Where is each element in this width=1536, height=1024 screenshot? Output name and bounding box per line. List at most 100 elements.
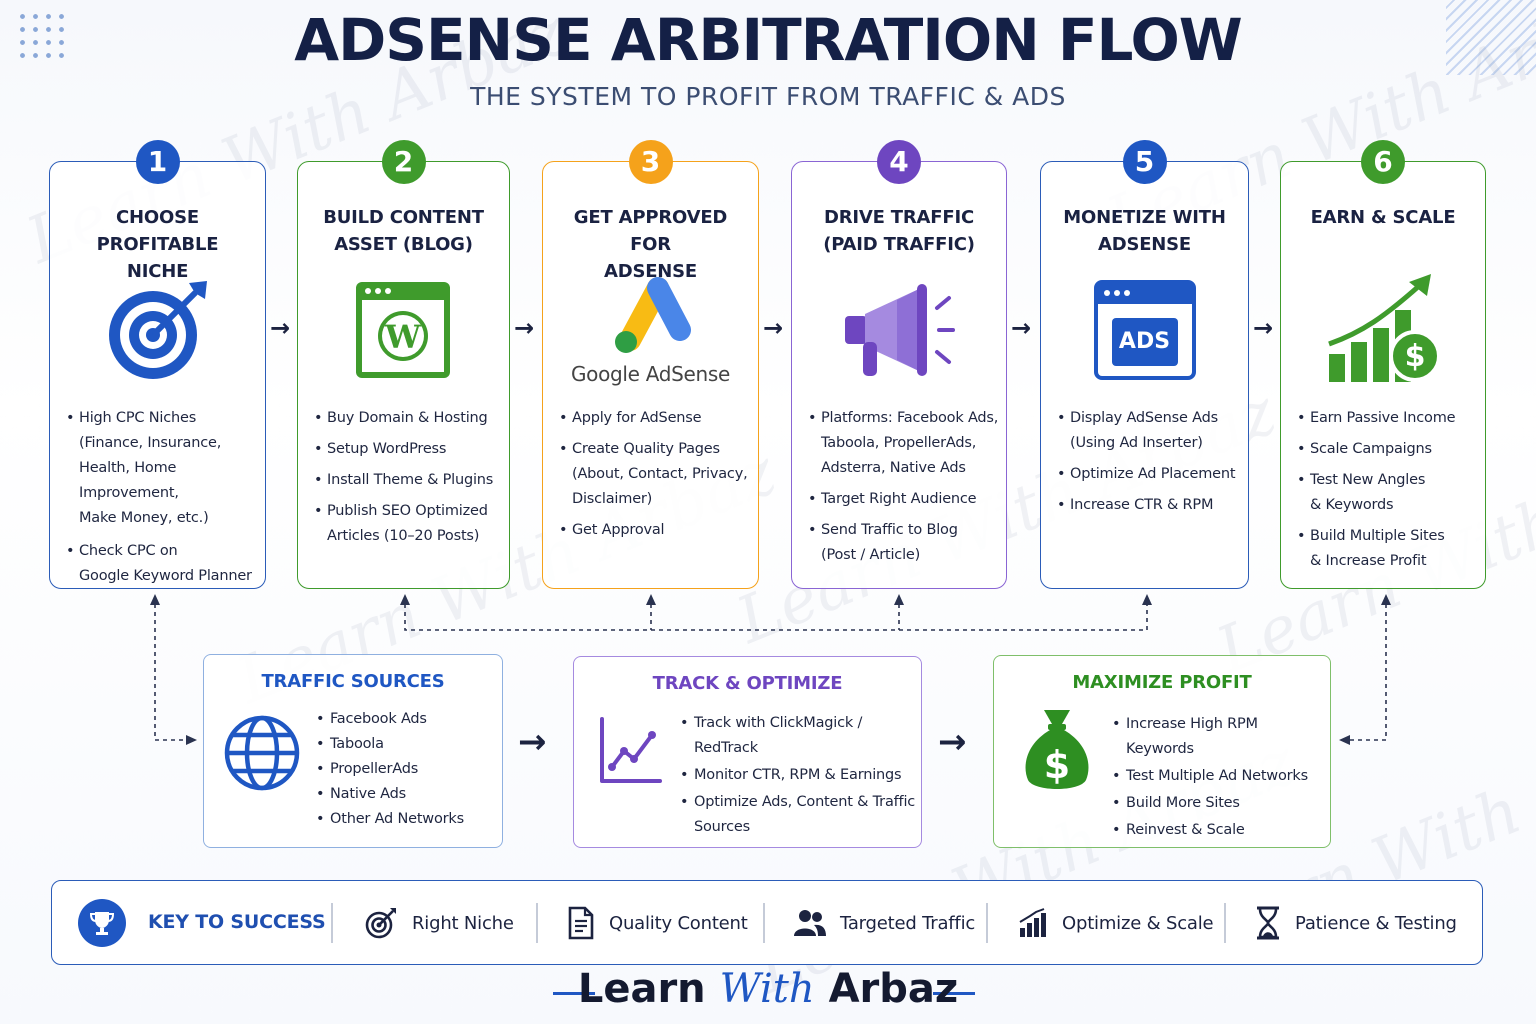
key-item-targeted-traffic: Targeted Traffic (794, 905, 975, 941)
flow-arrow: → (938, 722, 967, 762)
key-item-label: Targeted Traffic (840, 912, 976, 934)
step-number-badge: 4 (877, 140, 921, 184)
flow-arrow: → (1011, 314, 1032, 342)
list-item: Install Theme & Plugins (314, 468, 503, 493)
wordpress-icon: W (298, 270, 509, 390)
box-title: TRAFFIC SOURCES (261, 671, 445, 692)
page-subtitle: THE SYSTEM TO PROFIT FROM TRAFFIC & ADS (470, 82, 1066, 111)
list-item: Test New Angles& Keywords (1297, 468, 1479, 518)
svg-text:W: W (384, 318, 422, 356)
step-number-badge: 6 (1361, 140, 1405, 184)
divider (763, 903, 765, 943)
list-item: Buy Domain & Hosting (314, 406, 503, 431)
key-to-success-bar: KEY TO SUCCESS Right Niche Quality Conte… (51, 880, 1483, 965)
step-number-badge: 5 (1122, 140, 1167, 184)
key-item-label: Patience & Testing (1295, 912, 1457, 934)
track-optimize-box: TRACK & OPTIMIZE Track with ClickMagick … (573, 656, 922, 848)
list-item: Increase High RPM Keywords (1112, 712, 1330, 762)
analytics-icon (598, 715, 664, 791)
money-bag-icon: $ (1022, 706, 1092, 800)
list-item: Reinvest & Scale (1112, 818, 1330, 843)
adsense-logo-text: Google AdSense (570, 362, 731, 386)
flow-arrow: → (270, 314, 291, 342)
list-item: Test Multiple Ad Networks (1112, 764, 1330, 789)
key-item-quality-content: Quality Content (567, 905, 748, 941)
traffic-sources-box: TRAFFIC SOURCES Facebook Ads Taboola Pro… (203, 654, 503, 848)
list-item: Display AdSense Ads(Using Ad Inserter) (1057, 406, 1242, 456)
globe-icon (222, 711, 302, 799)
decorative-stripes (1446, 0, 1536, 75)
list-item: Taboola (316, 732, 464, 757)
connector-center-bus (404, 604, 1148, 631)
step-title: DRIVE TRAFFIC(PAID TRAFFIC) (823, 207, 975, 255)
list-item: Send Traffic to Blog(Post / Article) (808, 518, 1000, 568)
list-item: Apply for AdSense (559, 406, 752, 431)
step-number-badge: 3 (628, 140, 673, 184)
flow-arrow: → (763, 314, 784, 342)
users-icon (794, 910, 826, 936)
document-icon (568, 906, 594, 940)
list-item: Scale Campaigns (1297, 437, 1479, 462)
key-item-label: Quality Content (609, 912, 748, 934)
list-item: Native Ads (316, 782, 464, 807)
ads-window-icon: ADS (1041, 270, 1248, 390)
growth-chart-icon: $ (1281, 270, 1485, 390)
key-to-success-label: KEY TO SUCCESS (148, 911, 326, 933)
list-item: Create Quality Pages(About, Contact, Pri… (559, 437, 752, 512)
flow-arrow: → (1253, 314, 1274, 342)
step-title: EARN & SCALE (1310, 207, 1456, 228)
list-item: Build Multiple Sites& Increase Profit (1297, 524, 1479, 574)
key-item-patience-testing: Patience & Testing (1255, 905, 1457, 941)
list-item: Platforms: Facebook Ads,Taboola, Propell… (808, 406, 1000, 481)
target-icon (50, 270, 265, 390)
list-item: Optimize Ad Placement (1057, 462, 1242, 487)
box-title: MAXIMIZE PROFIT (1072, 672, 1252, 693)
list-item: Build More Sites (1112, 791, 1330, 816)
step-card-4: 4 DRIVE TRAFFIC(PAID TRAFFIC) Platforms:… (791, 140, 1007, 589)
flow-arrow: → (518, 722, 547, 762)
target-icon (365, 908, 396, 939)
step-card-6: 6 EARN & SCALE $ Earn Passive Income Sca… (1280, 140, 1486, 589)
list-item: Monitor CTR, RPM & Earnings (680, 763, 921, 788)
list-item: Facebook Ads (316, 707, 464, 732)
decorative-dots (16, 10, 72, 66)
divider (1224, 903, 1226, 943)
key-item-label: Right Niche (412, 912, 514, 934)
svg-text:$: $ (1405, 339, 1426, 374)
page-title: ADSENSE ARBITRATION FLOW (294, 6, 1242, 74)
list-item: Target Right Audience (808, 487, 1000, 512)
brand-line (933, 992, 975, 995)
maximize-profit-box: MAXIMIZE PROFIT $ Increase High RPM Keyw… (993, 655, 1331, 848)
connector-step1-traffic (154, 604, 188, 741)
step-number-badge: 1 (135, 140, 180, 184)
key-item-label: Optimize & Scale (1062, 912, 1214, 934)
brand-logo-text: Learn With Arbaz (577, 966, 959, 1012)
key-item-optimize-scale: Optimize & Scale (1018, 905, 1214, 941)
connector-step6-profit (1348, 604, 1387, 741)
list-item: Other Ad Networks (316, 807, 464, 832)
list-item: Track with ClickMagick / RedTrack (680, 711, 921, 761)
divider (331, 903, 333, 943)
list-item: Setup WordPress (314, 437, 503, 462)
google-adsense-icon: Google AdSense (543, 270, 758, 390)
box-title: TRACK & OPTIMIZE (652, 673, 843, 694)
divider (536, 903, 538, 943)
svg-text:$: $ (1044, 743, 1070, 787)
trophy-icon (78, 899, 126, 947)
key-item-right-niche: Right Niche (364, 905, 514, 941)
step-number-badge: 2 (381, 140, 426, 184)
brand-line (553, 992, 595, 995)
flow-arrow: → (514, 314, 535, 342)
bar-chart-icon (1019, 908, 1046, 937)
megaphone-icon (792, 270, 1006, 390)
hourglass-icon (1257, 906, 1279, 940)
